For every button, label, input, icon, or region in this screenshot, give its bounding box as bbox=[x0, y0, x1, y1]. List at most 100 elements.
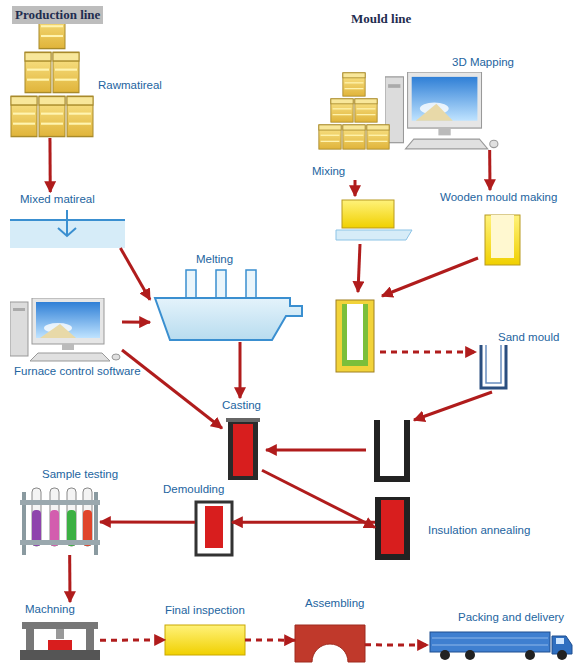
process-node: Rawmatireal bbox=[10, 8, 95, 138]
annealing-mould bbox=[375, 497, 410, 560]
machine-icon-part bbox=[26, 628, 34, 650]
flow-connector bbox=[100, 638, 165, 641]
flow-connector bbox=[488, 150, 491, 190]
process-node: Mixing bbox=[318, 72, 390, 178]
casting-mould-part bbox=[226, 418, 260, 422]
raw-material-boxes-part bbox=[11, 96, 37, 136]
flow-connector bbox=[122, 321, 150, 324]
process-node: Furnace control software bbox=[10, 298, 122, 378]
truck-icon bbox=[430, 632, 572, 660]
raw-material-boxes-part bbox=[53, 52, 79, 92]
truck-icon-part bbox=[525, 650, 535, 660]
flow-connector bbox=[232, 521, 375, 524]
step-label: Wooden mould making bbox=[440, 190, 557, 204]
process-node: Assembling bbox=[295, 596, 365, 662]
step-label: Mixed matireal bbox=[20, 192, 95, 206]
arch-icon-part bbox=[295, 625, 365, 662]
process-node: Machning bbox=[20, 602, 100, 660]
flow-connector bbox=[365, 643, 428, 646]
wooden-mould-part bbox=[491, 215, 514, 258]
process-node: Final inspection bbox=[165, 603, 245, 655]
computer-icon-part bbox=[10, 298, 120, 361]
step-label: Sample testing bbox=[42, 467, 118, 481]
step-label: Rawmatireal bbox=[98, 78, 162, 92]
empty-mould bbox=[374, 420, 410, 482]
mixing-boxes bbox=[319, 73, 389, 149]
sand-tray bbox=[336, 200, 412, 240]
process-node: Insulation annealing bbox=[375, 495, 410, 560]
flow-connector bbox=[245, 638, 295, 641]
combined-mould bbox=[336, 300, 374, 372]
machine-icon-part bbox=[22, 622, 98, 629]
step-label: Machning bbox=[25, 602, 75, 616]
combined-mould-part bbox=[336, 300, 374, 372]
truck-icon-part bbox=[440, 650, 450, 660]
flow-connector bbox=[122, 350, 222, 428]
machine-icon-part bbox=[20, 650, 100, 660]
computer-icon bbox=[10, 72, 498, 361]
process-node: Demoulding bbox=[195, 482, 232, 555]
flow-arrow-part bbox=[266, 449, 366, 452]
section-heading: Mould line bbox=[348, 10, 414, 28]
test-tube-rack-part bbox=[67, 488, 76, 546]
process-node: Wooden mould making bbox=[440, 190, 520, 265]
test-tube-rack-part bbox=[20, 540, 100, 545]
step-label: Assembling bbox=[305, 596, 364, 610]
mixing-boxes-part bbox=[319, 125, 341, 149]
inspection-block bbox=[165, 625, 245, 655]
sand-mould-icon bbox=[481, 345, 506, 388]
empty-mould-part bbox=[374, 420, 410, 482]
flow-arrow-part bbox=[358, 244, 360, 292]
step-label: Final inspection bbox=[165, 603, 245, 617]
step-label: Sand mould bbox=[498, 330, 559, 344]
machine-icon bbox=[20, 622, 100, 660]
flow-arrow-part bbox=[380, 351, 476, 354]
machine-icon-part bbox=[56, 629, 64, 639]
test-tube-rack-part bbox=[50, 488, 59, 546]
flow-connector bbox=[239, 342, 242, 398]
casting-mould-part bbox=[233, 424, 253, 476]
annealing-mould-part bbox=[381, 500, 404, 554]
sand-tray-part bbox=[336, 230, 412, 240]
wooden-mould bbox=[485, 215, 520, 265]
process-node: Melting bbox=[150, 252, 300, 342]
step-label: Mixing bbox=[312, 164, 345, 178]
test-tube-rack bbox=[20, 488, 100, 555]
mixing-boxes-part bbox=[343, 125, 365, 149]
flow-connector bbox=[120, 248, 150, 300]
process-node: Sample testing bbox=[18, 467, 100, 555]
process-node: Sand mould bbox=[480, 330, 506, 388]
test-tube-rack-part bbox=[32, 488, 41, 546]
sand-mould-icon-part bbox=[486, 345, 501, 383]
step-label: 3D Mapping bbox=[452, 55, 514, 69]
step-label: Melting bbox=[196, 252, 233, 266]
machine-icon-part bbox=[48, 640, 72, 650]
mixing-tank-part bbox=[58, 210, 76, 236]
furnace-icon-part bbox=[155, 298, 302, 340]
step-label: Insulation annealing bbox=[428, 523, 530, 537]
test-tube-rack-part bbox=[20, 500, 100, 505]
casting-mould bbox=[226, 418, 260, 480]
truck-icon-part bbox=[556, 638, 564, 644]
flow-arrow-part bbox=[354, 180, 357, 196]
mixing-boxes-part bbox=[331, 99, 353, 122]
process-node: Mixed matireal bbox=[10, 192, 125, 248]
flow-arrow-part bbox=[414, 392, 492, 420]
combined-mould-part bbox=[347, 304, 363, 360]
computer-icon-part bbox=[385, 72, 498, 149]
flow-connector bbox=[48, 138, 51, 192]
combined-mould-part bbox=[342, 304, 368, 366]
truck-icon-part bbox=[557, 650, 567, 660]
raw-material-boxes-part bbox=[25, 52, 51, 92]
truck-icon-part bbox=[432, 638, 548, 639]
step-label: Demoulding bbox=[163, 482, 224, 496]
process-node: 3D Mapping bbox=[385, 55, 500, 150]
flow-arrow-part bbox=[382, 258, 478, 296]
sand-mould-icon-part bbox=[481, 345, 506, 388]
casting-mould-part bbox=[228, 420, 258, 480]
wooden-mould-part bbox=[485, 215, 520, 265]
step-label: Furnace control software bbox=[14, 364, 141, 378]
